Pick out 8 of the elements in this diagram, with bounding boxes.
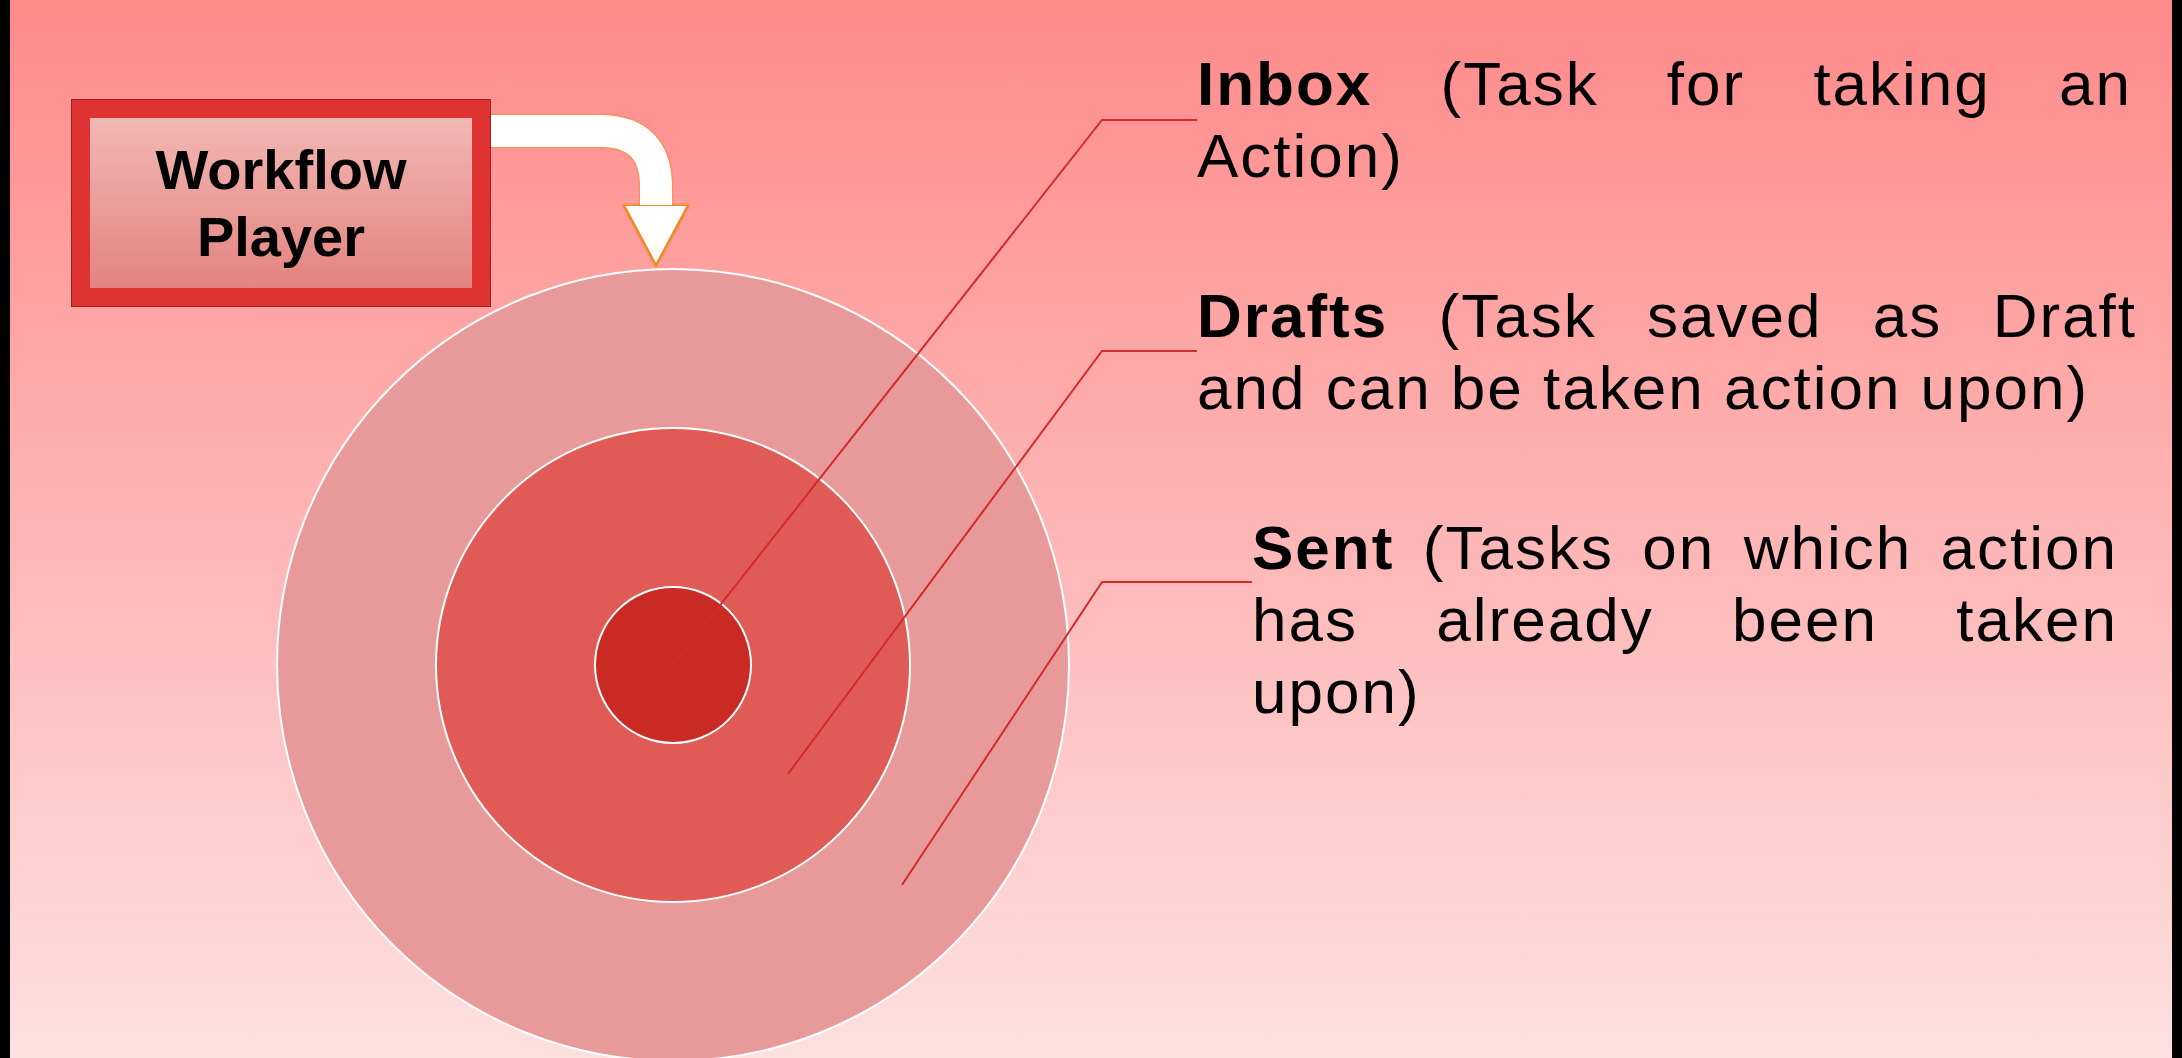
leader-line [787, 350, 1198, 775]
callout-text: Drafts (Task saved as Draft and can be taken action upon) [1197, 280, 2137, 424]
callout-text: Sent (Tasks on which action has already been taken upon) [1252, 512, 2118, 728]
leader-line [672, 119, 1198, 666]
title-box: Workflow Player [72, 100, 490, 306]
callout-text: Inbox (Task for taking an Action) [1197, 48, 2132, 192]
curved-arrow [490, 115, 689, 266]
leader-line [901, 581, 1253, 886]
